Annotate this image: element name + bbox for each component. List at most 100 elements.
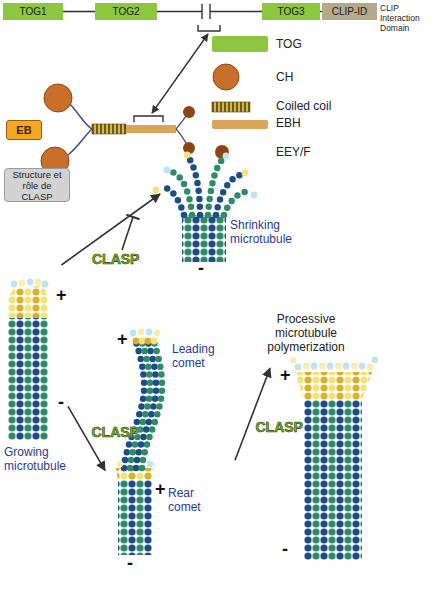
lattice [182,215,226,262]
protofilament [190,160,200,215]
protofilament [136,342,156,468]
tip-dimer [27,279,34,286]
protein-label: CLASP [92,251,139,267]
tip-dimer [335,363,342,370]
protofilament [142,342,162,468]
connector-label: CLASP [92,424,139,440]
domain-box: TOG3 [262,3,320,20]
tip-dimer [184,152,191,159]
growing-microtubule [8,279,48,440]
tip-dimer [35,279,42,286]
tip-dimer [251,192,258,199]
polarity-sign: - [58,393,64,411]
inhibition-line [122,217,133,250]
tip-dimer [164,167,171,174]
tip-dimer [295,364,302,371]
tip-dimer [359,363,366,370]
double-arrow [152,34,208,113]
inhibition-bar [126,215,139,219]
tip-dimer [130,330,137,337]
domain-box: CLIP-ID [322,3,377,20]
box-label: TOG1 [19,6,46,17]
ebh-domain [126,125,176,133]
tip-dimer [145,338,152,345]
domain-box: TOG2 [95,3,157,20]
microtubule-node: + - Growing microtubule [2,265,68,473]
connector [157,11,262,13]
polarity-sign: + [56,286,67,304]
linker [70,104,92,129]
microtubule-label: Leading comet [172,342,234,370]
ch-domain [44,84,72,112]
tip-dimer [154,330,161,337]
comet-microtubule [116,329,162,555]
microtubule-label: Rear comet [168,486,218,514]
break-mark [209,4,210,19]
box-label: EB [16,124,31,136]
legend-circle [213,64,239,90]
legend-label: CH [276,70,293,84]
protofilament [172,172,192,215]
linker [68,129,92,155]
legend-label: EEY/F [276,145,311,159]
tip-dimer [42,281,49,288]
process-label: Processive microtubule polymerization [252,312,360,354]
tip-dimer [242,170,249,177]
legend-samples [212,64,250,159]
tip-dimer [311,363,318,370]
tip-dimer [367,364,374,371]
connector-label: CLASP [256,419,303,435]
eb-illustration [41,84,195,175]
polarity-sign: - [282,540,288,558]
polarity-sign: + [117,330,128,348]
polarity-sign: - [127,554,133,572]
microtubule-node: +- [270,340,380,575]
tip-dimer [327,363,334,370]
legend-swatch [212,120,268,129]
coiled-coil [92,124,126,134]
processive-microtubule [290,357,378,560]
eey-motif [183,106,195,118]
tip-dimer [147,461,153,467]
microtubule-node: Shrinking microtubule- [160,145,305,285]
lattice [304,400,362,560]
title-box: Structure et rôle de CLASP [4,168,70,202]
legend-label: EBH [276,116,301,130]
tip-dimer [11,281,18,288]
connector [235,368,270,460]
polarity-sign: + [155,480,166,498]
tip-dimer [133,338,140,345]
box-label: CLIP-ID [332,6,368,17]
lattice [8,318,48,440]
break-gap [202,3,210,20]
tip-dimer [343,363,350,370]
lattice [118,480,152,555]
tip-dimer [351,363,358,370]
tip-dimer [151,338,158,345]
break-mark [201,4,202,19]
box-label: Structure et rôle de CLASP [5,169,69,202]
protofilament [160,187,184,215]
gtp-cap [295,372,372,400]
tip-dimer [139,338,146,345]
bracket [134,116,163,122]
gtp-cap [8,286,48,318]
protein-box: EB [6,120,42,140]
polarity-sign: + [280,366,291,384]
protofilament [124,342,144,468]
tip-dimer [372,357,378,363]
connector [63,11,95,13]
tip-dimer [19,280,26,287]
microtubule-label: Growing microtubule [4,445,70,473]
domain-box: TOG1 [3,3,63,20]
bracket [198,25,220,31]
tip-dimer [319,363,326,370]
microtubule-label: Shrinking microtubule [230,218,305,246]
eey-motif [183,142,195,154]
box-label: TOG2 [112,6,139,17]
tip-dimer [117,461,123,467]
tip-dimer [290,357,296,363]
protofilament [224,192,250,215]
tip-dimer [138,329,145,336]
tip-dimer [223,153,230,160]
